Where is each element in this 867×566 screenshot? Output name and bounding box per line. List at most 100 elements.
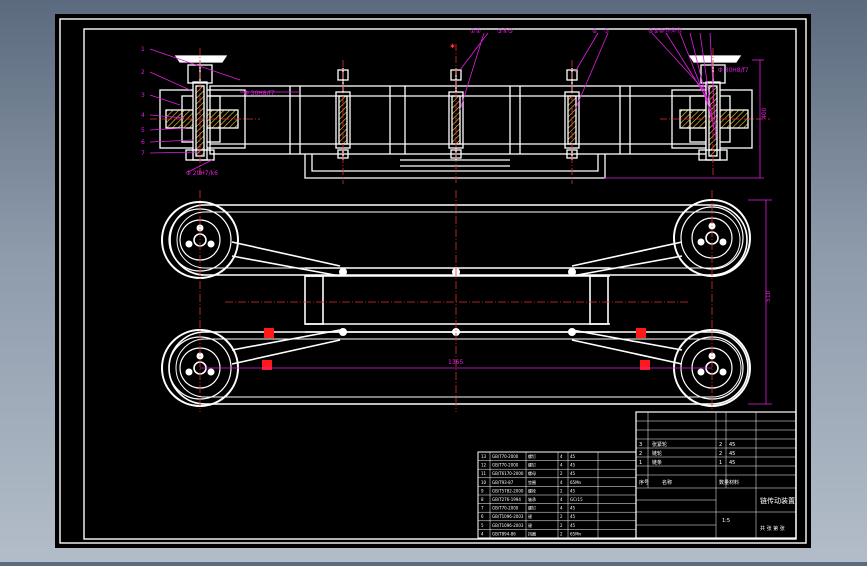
row-cell: 轴承 (528, 496, 536, 502)
row-cell: 4 (560, 463, 563, 468)
svg-text:键: 键 (528, 522, 532, 528)
row-cell: 螺钉 (528, 462, 536, 468)
scale-value: 1:5 (722, 518, 730, 524)
row-cell: 13 (481, 454, 487, 459)
row-cell: 12 (481, 463, 487, 468)
red-markers (262, 328, 650, 370)
svg-text:GB/T1096-2003: GB/T1096-2003 (492, 523, 524, 528)
svg-text:GB/T93-87: GB/T93-87 (492, 480, 514, 485)
center-marker: ✱ (450, 43, 455, 50)
fit-label: Φ 20H7/k6 (186, 170, 218, 177)
svg-text:键: 键 (528, 513, 532, 519)
row-cell: 键 (528, 522, 532, 528)
parts-list-table: 13 GB/T70-2000 螺钉 4 45 12 GB/T70-2000 螺钉… (477, 451, 637, 539)
title-block: 3 张紧轮 2 45 2 链轮 2 45 1 链条 1 45 序号 名称 数量 … (635, 411, 797, 539)
row-cell: 8 (481, 497, 484, 502)
row-cell: 45 (570, 454, 576, 459)
row-cell: 螺钉 (528, 453, 536, 459)
title-row-cell: 链条 (652, 459, 662, 466)
svg-text:9: 9 (481, 488, 484, 493)
header-cell: 数量 (719, 479, 729, 486)
part-tag: ⑧⑨⑩⑪⑫⑬ (648, 27, 682, 35)
title-row-cell: 张紧轮 (652, 441, 667, 448)
svg-text:4: 4 (560, 506, 563, 511)
svg-text:11: 11 (481, 471, 487, 476)
title-row-cell: 2 (719, 442, 722, 448)
svg-text:螺钉: 螺钉 (528, 462, 536, 468)
svg-text:GB/T70-2000: GB/T70-2000 (492, 506, 519, 511)
top-leaders (149, 32, 764, 179)
svg-text:45: 45 (570, 514, 576, 519)
drawing-sheet (55, 14, 811, 548)
inner-frame (83, 28, 797, 540)
row-cell: 4 (560, 506, 563, 511)
svg-text:2: 2 (560, 471, 563, 476)
svg-text:45: 45 (570, 488, 576, 493)
row-cell: 45 (570, 523, 576, 528)
svg-text:5: 5 (481, 523, 484, 528)
svg-text:GB/T5782-2000: GB/T5782-2000 (492, 488, 524, 493)
row-cell: 4 (481, 531, 484, 536)
part-tag: ③④⑤ (497, 28, 513, 35)
leader-label: 7 (141, 150, 145, 157)
part-tag: ⑥ (592, 28, 597, 35)
leader-label: 4 (141, 112, 145, 119)
row-cell: GB/T1096-2003 (492, 514, 524, 519)
svg-text:2: 2 (560, 531, 563, 536)
svg-text:轴承: 轴承 (528, 496, 536, 502)
row-cell: 45 (570, 506, 576, 511)
dim-height: 400 (761, 107, 768, 119)
svg-text:2: 2 (560, 514, 563, 519)
row-cell: 10 (481, 480, 487, 485)
top-centerlines (150, 44, 770, 184)
row-cell: 2 (560, 523, 563, 528)
row-cell: 2 (560, 531, 563, 536)
leader-label: 1 (141, 46, 145, 53)
row-cell: 5 (481, 523, 484, 528)
svg-text:4: 4 (560, 463, 563, 468)
part-tag: ①② (470, 28, 481, 35)
dim-length: 1365 (448, 359, 463, 366)
title-row-cell: 45 (729, 460, 735, 466)
title-row-cell: 1 (719, 460, 722, 466)
svg-text:45: 45 (570, 463, 576, 468)
svg-text:4: 4 (560, 480, 563, 485)
row-cell: 45 (570, 471, 576, 476)
svg-text:2: 2 (560, 523, 563, 528)
row-cell: 螺母 (528, 470, 536, 476)
svg-text:4: 4 (560, 454, 563, 459)
leader-label: 5 (141, 127, 145, 134)
svg-text:GB/T70-2000: GB/T70-2000 (492, 463, 519, 468)
row-cell: 45 (570, 488, 576, 493)
row-cell: 65Mn (570, 480, 582, 485)
fit-label: Φ 30H8/f7 (244, 90, 275, 97)
row-cell: 4 (560, 480, 563, 485)
svg-text:6: 6 (481, 514, 484, 519)
row-cell: 4 (560, 497, 563, 502)
row-cell: 挡圈 (528, 530, 536, 536)
row-cell: 2 (560, 471, 563, 476)
svg-text:挡圈: 挡圈 (528, 530, 536, 536)
title-row-cell: 45 (729, 442, 735, 448)
title-row-cell: 2 (719, 451, 722, 457)
sheet-info: 共 张 第 张 (760, 525, 785, 532)
row-cell: 2 (560, 514, 563, 519)
svg-text:GB/T6170-2000: GB/T6170-2000 (492, 471, 524, 476)
row-cell: GCr15 (570, 497, 583, 502)
row-cell: 2 (560, 488, 563, 493)
row-cell: 螺钉 (528, 505, 536, 511)
drawing-name: 链传动装置 (760, 496, 795, 505)
pin-markers (339, 268, 576, 336)
header-cell: 名称 (662, 479, 672, 486)
svg-text:螺钉: 螺钉 (528, 505, 536, 511)
row-cell: GB/T70-2000 (492, 454, 519, 459)
row-cell: GB/T276-1994 (492, 497, 521, 502)
fit-label: Φ 30H8/f7 (718, 67, 749, 74)
side-dimensions (200, 199, 772, 405)
svg-text:65Mn: 65Mn (570, 480, 582, 485)
row-cell: 45 (570, 514, 576, 519)
row-cell: 6 (481, 514, 484, 519)
svg-text:45: 45 (570, 454, 576, 459)
leader-label: 2 (141, 69, 145, 76)
